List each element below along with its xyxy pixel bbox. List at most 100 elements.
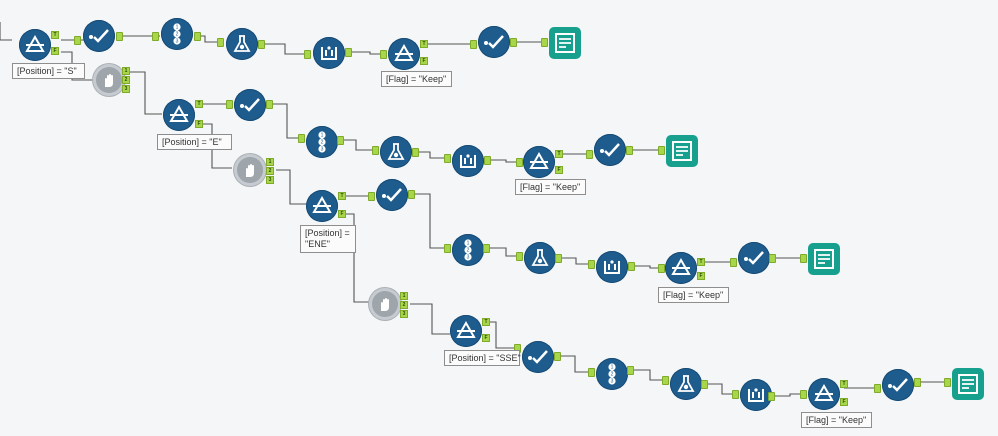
select-tool[interactable]: [376, 179, 408, 211]
input-anchor[interactable]: [372, 146, 379, 155]
output-anchor-3[interactable]: 3: [400, 310, 408, 318]
output-anchor-1[interactable]: 1: [400, 292, 408, 300]
select-tool[interactable]: [882, 369, 914, 401]
output-anchor[interactable]: [484, 156, 491, 165]
true-anchor[interactable]: T: [51, 31, 59, 39]
input-anchor[interactable]: [304, 50, 311, 59]
false-anchor[interactable]: F: [195, 120, 203, 128]
output-anchor-2[interactable]: 2: [122, 76, 130, 84]
output-anchor[interactable]: [701, 380, 708, 389]
output-anchor[interactable]: [483, 244, 490, 253]
input-anchor[interactable]: [152, 32, 159, 41]
true-anchor[interactable]: T: [420, 40, 428, 48]
input-anchor[interactable]: [541, 38, 548, 47]
output-anchor[interactable]: [628, 262, 635, 271]
filter-tool[interactable]: [163, 99, 195, 131]
output-anchor-3[interactable]: 3: [122, 85, 130, 93]
input-anchor[interactable]: [588, 368, 595, 377]
input-anchor[interactable]: [800, 254, 807, 263]
input-anchor[interactable]: [730, 258, 737, 267]
false-anchor[interactable]: F: [697, 272, 705, 280]
output-anchor[interactable]: [768, 392, 775, 401]
output-anchor[interactable]: [627, 366, 634, 375]
false-anchor[interactable]: F: [555, 166, 563, 174]
filter-tool[interactable]: [388, 38, 420, 70]
output-anchor-1[interactable]: 1: [266, 158, 274, 166]
filter-tool[interactable]: [19, 29, 51, 61]
unique-tool[interactable]: [596, 251, 628, 283]
unique-tool[interactable]: [313, 37, 345, 69]
block-until-done-tool[interactable]: [96, 67, 122, 93]
input-anchor[interactable]: [298, 134, 305, 143]
false-anchor[interactable]: F: [338, 210, 346, 218]
false-anchor[interactable]: F: [51, 47, 59, 55]
block-until-done-tool[interactable]: [372, 291, 398, 317]
input-anchor[interactable]: [226, 100, 233, 109]
output-anchor[interactable]: [345, 48, 352, 57]
input-anchor[interactable]: [470, 40, 477, 49]
formula-tool[interactable]: [670, 368, 702, 400]
input-anchor[interactable]: [516, 252, 523, 261]
input-anchor[interactable]: [874, 384, 881, 393]
select-tool[interactable]: [594, 134, 626, 166]
output-anchor[interactable]: [412, 148, 419, 157]
output-anchor[interactable]: [510, 38, 517, 47]
input-anchor[interactable]: [944, 378, 951, 387]
filter-tool[interactable]: [523, 146, 555, 178]
select-tool[interactable]: [83, 20, 115, 52]
true-anchor[interactable]: T: [195, 100, 203, 108]
output-anchor-2[interactable]: 2: [266, 167, 274, 175]
output-anchor-1[interactable]: 1: [122, 67, 130, 75]
block-until-done-tool[interactable]: [237, 157, 263, 183]
input-anchor[interactable]: [444, 154, 451, 163]
true-anchor[interactable]: T: [697, 258, 705, 266]
input-anchor[interactable]: [74, 36, 81, 45]
filter-tool[interactable]: [808, 378, 840, 410]
unique-tool[interactable]: [452, 145, 484, 177]
filter-tool[interactable]: [450, 315, 482, 347]
formula-tool[interactable]: [524, 242, 556, 274]
true-anchor[interactable]: T: [482, 318, 490, 326]
output-anchor[interactable]: [555, 254, 562, 263]
output-anchor[interactable]: [914, 378, 921, 387]
output-anchor[interactable]: [258, 40, 265, 49]
output-anchor[interactable]: [769, 254, 776, 263]
output-anchor[interactable]: [266, 100, 273, 109]
input-anchor[interactable]: [586, 150, 593, 159]
output-anchor-3[interactable]: 3: [266, 176, 274, 184]
select-tool[interactable]: [522, 341, 554, 373]
true-anchor[interactable]: T: [555, 150, 563, 158]
true-anchor[interactable]: T: [840, 380, 848, 388]
formula-tool[interactable]: [380, 136, 412, 168]
input-anchor[interactable]: [800, 390, 807, 399]
input-anchor[interactable]: [588, 260, 595, 269]
browse-tool[interactable]: [952, 368, 984, 400]
select-tool[interactable]: [738, 242, 770, 274]
output-anchor-2[interactable]: 2: [400, 301, 408, 309]
browse-tool[interactable]: [666, 135, 698, 167]
browse-tool[interactable]: [808, 243, 840, 275]
input-anchor[interactable]: [368, 192, 375, 201]
formula-tool[interactable]: [226, 28, 258, 60]
input-anchor[interactable]: [380, 50, 387, 59]
input-anchor[interactable]: [516, 158, 523, 167]
unique-tool[interactable]: [740, 379, 772, 411]
output-anchor[interactable]: [554, 352, 561, 361]
select-tool[interactable]: [234, 89, 266, 121]
false-anchor[interactable]: F: [840, 398, 848, 406]
input-anchor[interactable]: [217, 38, 224, 47]
output-anchor[interactable]: [337, 136, 344, 145]
output-anchor[interactable]: [116, 32, 123, 41]
input-anchor[interactable]: [658, 264, 665, 273]
output-anchor[interactable]: [194, 32, 201, 41]
filter-tool[interactable]: [665, 252, 697, 284]
input-anchor[interactable]: [444, 244, 451, 253]
output-anchor[interactable]: [626, 146, 633, 155]
select-tool[interactable]: [478, 26, 510, 58]
input-anchor[interactable]: [662, 376, 669, 385]
